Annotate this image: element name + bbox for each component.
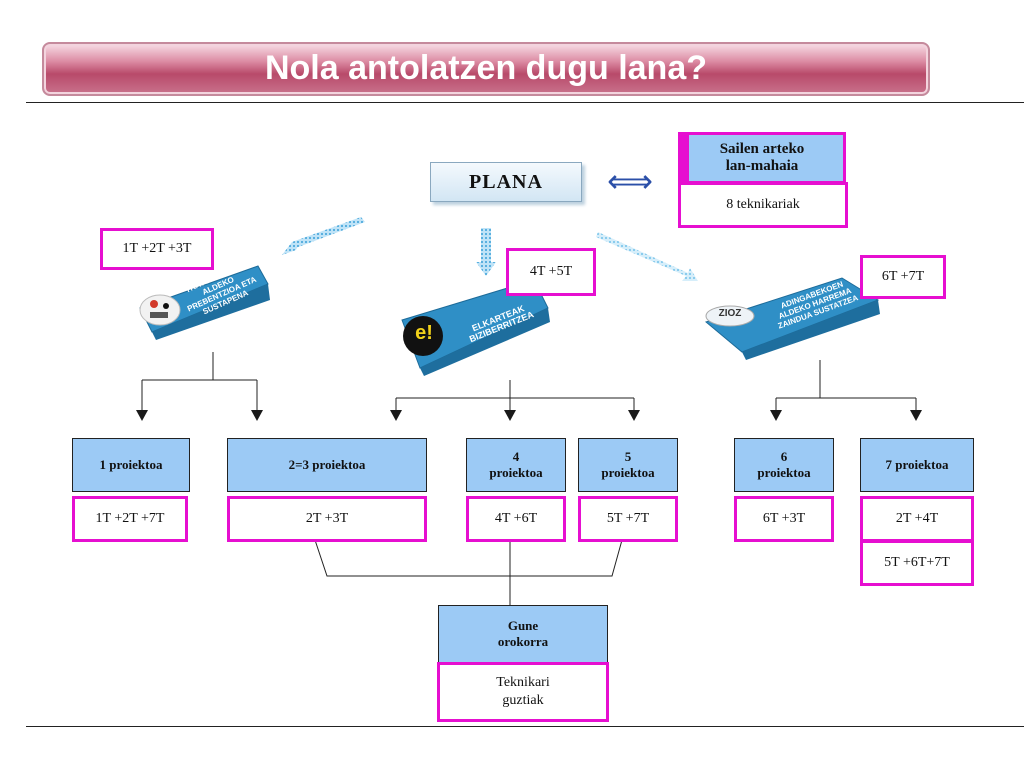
- tree-arrowheads: [136, 410, 922, 421]
- project-5-title: 5 proiektoa: [578, 438, 678, 492]
- project-4-title: 4 proiektoa: [466, 438, 566, 492]
- gune-title: Gune orokorra: [438, 605, 608, 663]
- project-6-title: 6 proiektoa: [734, 438, 834, 492]
- project-7-sub2: 5T +6T+7T: [860, 540, 974, 586]
- group-tag-2: 4T +5T: [506, 248, 596, 296]
- project-7-title: 7 proiektoa: [860, 438, 974, 492]
- project-7-sub: 2T +4T: [860, 496, 974, 542]
- project-1-title: 1 proiektoa: [72, 438, 190, 492]
- arrow-plana-left: [282, 217, 365, 255]
- zioz-logo: ZIOZ: [718, 308, 742, 319]
- project-5-sub: 5T +7T: [578, 496, 678, 542]
- card-elkarteak: [401, 279, 550, 376]
- arrow-plana-center: [476, 228, 496, 276]
- card-tratu-onaren: [139, 265, 270, 340]
- double-arrow-icon: ⟺: [607, 162, 653, 200]
- sailen-sub-box: 8 teknikariak: [678, 182, 848, 228]
- project-1-sub: 1T +2T +7T: [72, 496, 188, 542]
- group-tag-3: 6T +7T: [860, 255, 946, 299]
- top-divider: [26, 102, 1024, 103]
- gune-sub: Teknikari guztiak: [437, 662, 609, 722]
- arrow-plana-right: [596, 232, 698, 281]
- project-4-sub: 4T +6T: [466, 496, 566, 542]
- project-2-title: 2=3 proiektoa: [227, 438, 427, 492]
- card-adingabekoen: [704, 277, 880, 360]
- sailen-title-box: Sailen arteko lan-mahaia: [678, 132, 846, 184]
- project-6-sub: 6T +3T: [734, 496, 834, 542]
- title-banner: [42, 42, 930, 96]
- page-title: Nola antolatzen dugu lana?: [264, 49, 708, 87]
- bottom-divider: [26, 726, 1024, 727]
- sailen-accent: [681, 135, 689, 181]
- project-2-sub: 2T +3T: [227, 496, 427, 542]
- plana-box: PLANA: [430, 162, 582, 202]
- elkarteak-logo: e!: [415, 322, 433, 344]
- group-tag-1: 1T +2T +3T: [100, 228, 214, 270]
